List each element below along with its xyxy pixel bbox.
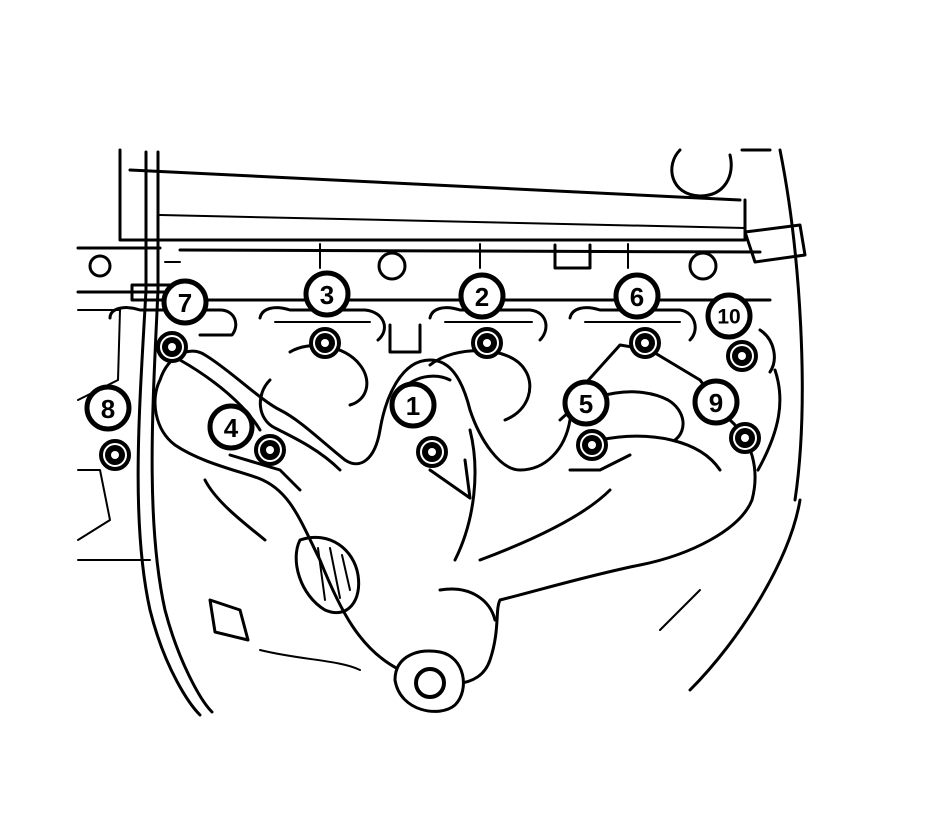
callout-circle — [458, 272, 506, 320]
callout-circle — [613, 272, 661, 320]
callout-circle — [692, 378, 740, 426]
callout-1: 1 — [389, 381, 437, 429]
callout-circle — [705, 292, 753, 340]
callout-circle — [161, 278, 209, 326]
callout-4: 4 — [207, 403, 255, 451]
callout-circle — [303, 270, 351, 318]
callout-label: 1 — [406, 391, 420, 421]
callout-label: 2 — [475, 282, 489, 312]
callout-label: 4 — [224, 413, 239, 443]
bolt-4 — [254, 434, 286, 466]
bolt-2 — [471, 327, 503, 359]
callout-label: 10 — [717, 306, 740, 329]
callout-9: 9 — [692, 378, 740, 426]
callout-label: 5 — [579, 389, 593, 419]
callouts: 1 2 3 4 5 6 7 8 9 10 — [84, 270, 753, 451]
callout-circle — [84, 384, 132, 432]
bolt-3 — [309, 327, 341, 359]
callout-label: 3 — [320, 280, 334, 310]
callout-circle — [207, 403, 255, 451]
callout-2: 2 — [458, 272, 506, 320]
bolt-5 — [576, 429, 608, 461]
cylinder-head — [76, 148, 807, 692]
bolt-6 — [629, 327, 661, 359]
bolts — [99, 327, 761, 471]
callout-label: 9 — [709, 388, 723, 418]
mounting-boss — [393, 649, 465, 713]
manifold-body — [153, 343, 782, 686]
bolt-10 — [726, 340, 758, 372]
callout-circle — [389, 381, 437, 429]
callout-7: 7 — [161, 278, 209, 326]
bolt-9 — [729, 422, 761, 454]
callout-label: 6 — [630, 282, 644, 312]
bolt-8 — [99, 439, 131, 471]
callout-label: 7 — [178, 288, 192, 318]
callout-label: 8 — [101, 394, 115, 424]
callout-8: 8 — [84, 384, 132, 432]
callout-3: 3 — [303, 270, 351, 318]
callout-5: 5 — [562, 379, 610, 427]
bolt-1 — [416, 436, 448, 468]
callout-10: 10 — [705, 292, 753, 340]
callout-6: 6 — [613, 272, 661, 320]
bolt-7 — [156, 331, 188, 363]
callout-circle — [562, 379, 610, 427]
